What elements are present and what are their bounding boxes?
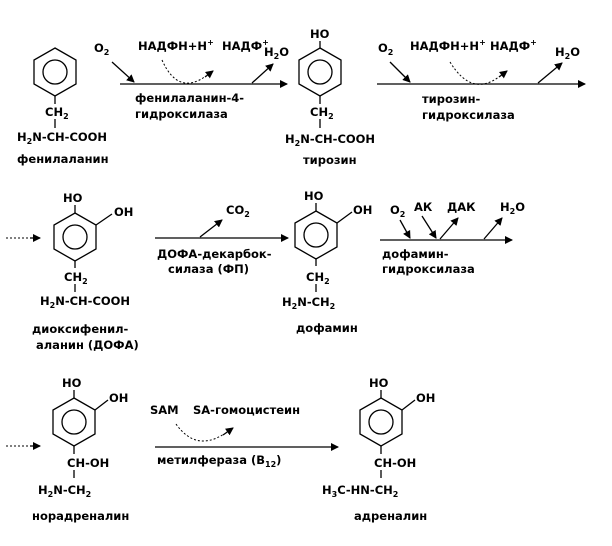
- o2-label: O2: [378, 41, 393, 57]
- o2-input-arrow: [389, 61, 411, 83]
- reaction-4: O2 АК ДАК H2O дофамин- гидроксилаза: [380, 200, 525, 276]
- reaction-3: CO2 ДОФА-декарбок- силаза (ФП): [155, 203, 289, 276]
- compound-name-adrenaline: адреналин: [354, 509, 427, 523]
- cofactor-curve: [175, 423, 225, 442]
- cofactor-curve: [449, 61, 501, 85]
- h2o-label: H2O: [555, 45, 580, 61]
- bond: [95, 213, 113, 226]
- oh-side-label: OH: [353, 203, 372, 217]
- amine-label: H2N-CH2: [282, 295, 335, 311]
- dopa-structure: HO OH CH2 H2N-CH-COOH диоксифенил- алани…: [32, 191, 139, 352]
- oh-top-label: HO: [304, 189, 324, 203]
- enzyme-label-5: метилфераза (B12): [157, 453, 281, 469]
- oh-side-label: OH: [114, 205, 133, 219]
- benzene-ring-phenylalanine: [33, 47, 77, 97]
- adrenaline-structure: HO OH CH-OH H3C-HN-CH2 адреналин: [322, 376, 435, 523]
- aromatic-circle: [62, 224, 88, 250]
- enzyme-label-3b: силаза (ФП): [168, 262, 249, 276]
- h2o-output-arrow: [483, 217, 503, 240]
- benzene-ring-tyrosine: [298, 47, 342, 97]
- ak-input-arrow: [421, 215, 437, 239]
- ch2-label: CH2: [64, 270, 88, 286]
- aromatic-circle: [61, 409, 87, 435]
- benzene-ring-noradrenaline: [52, 397, 96, 447]
- choh-label: CH-OH: [67, 456, 109, 470]
- aromatic-circle: [303, 222, 329, 248]
- noradrenaline-structure: HO OH CH-OH H2N-CH2 норадреналин: [32, 376, 129, 523]
- amine-label: H3C-HN-CH2: [322, 483, 398, 499]
- reaction-5: SAM SA-гомоцистеин метилфераза (B12): [150, 403, 339, 469]
- enzyme-label-2a: тирозин-: [422, 92, 481, 106]
- o2-label: O2: [94, 41, 109, 57]
- bond: [336, 211, 353, 224]
- cofactor-output-arrow: [204, 70, 214, 79]
- o2-input-arrow: [399, 219, 411, 239]
- bond: [401, 399, 416, 411]
- amine-label: H2N-CH-COOH: [285, 132, 375, 148]
- cofactor-curve: [161, 59, 207, 84]
- h2o-label: H2O: [264, 45, 289, 61]
- enzyme-label-1b: гидроксилаза: [135, 107, 228, 121]
- oh-side-label: OH: [416, 391, 435, 405]
- amine-label: H2N-CH-COOH: [40, 294, 130, 310]
- enzyme-label-2b: гидроксилаза: [422, 108, 515, 122]
- oh-top-label: HO: [310, 27, 330, 41]
- enzyme-label-4a: дофамин-: [382, 247, 449, 261]
- cofactor-output-arrow: [222, 427, 234, 436]
- aromatic-circle: [368, 409, 394, 435]
- ak-label: АК: [414, 200, 433, 214]
- dak-label: ДАК: [447, 200, 476, 214]
- co2-label: CO2: [226, 203, 250, 219]
- ch2-label: CH2: [45, 105, 69, 121]
- dopamine-structure: HO OH CH2 H2N-CH2 дофамин: [282, 189, 372, 335]
- bond: [94, 399, 109, 411]
- enzyme-label-4b: гидроксилаза: [382, 262, 475, 276]
- co2-output-arrow: [199, 219, 223, 238]
- ch2-label: CH2: [310, 105, 334, 121]
- ch2-label: CH2: [306, 270, 330, 286]
- cofactor-output-arrow: [498, 70, 508, 79]
- compound-name-dopa-1: диоксифенил-: [32, 322, 129, 336]
- h2o-output-arrow: [251, 63, 274, 84]
- h2o-label: H2O: [500, 200, 525, 216]
- oh-top-label: HO: [63, 191, 83, 205]
- enzyme-label-1a: фенилаланин-4-: [135, 91, 244, 105]
- o2-input-arrow: [111, 61, 135, 83]
- reaction-2: O2 НАДФН+Н+ НАДФ+ H2O тирозин- гидроксил…: [377, 38, 586, 122]
- oh-side-label: OH: [109, 391, 128, 405]
- amine-label: H2N-CH-COOH: [17, 130, 107, 146]
- sam-label: SAM: [150, 403, 179, 417]
- amine-label: H2N-CH2: [38, 483, 91, 499]
- compound-name-noradrenaline: норадреналин: [32, 509, 129, 523]
- compound-name-dopa-2: аланин (ДОФА): [36, 338, 139, 352]
- benzene-ring-dopa: [53, 212, 97, 262]
- compound-name-dopamine: дофамин: [296, 321, 358, 335]
- o2-label: O2: [390, 203, 405, 219]
- benzene-ring-adrenaline: [359, 397, 403, 447]
- dak-output-arrow: [439, 217, 459, 240]
- h2o-output-arrow: [537, 62, 563, 84]
- tyrosine-structure: HO CH2 H2N-CH-COOH тирозин: [285, 27, 375, 167]
- compound-name-phenylalanine: фенилаланин: [17, 152, 109, 166]
- compound-name-tyrosine: тирозин: [303, 153, 357, 167]
- sah-label: SA-гомоцистеин: [193, 403, 300, 417]
- aromatic-circle: [307, 59, 333, 85]
- oh-top-label: HO: [369, 376, 389, 390]
- aromatic-circle: [42, 59, 68, 85]
- nadph-label: НАДФН+Н+: [410, 38, 486, 53]
- reaction-1: O2 НАДФН+Н+ НАДФ+ H2O фенилаланин-4- гид…: [94, 38, 289, 121]
- nadph-label: НАДФН+Н+: [138, 38, 214, 53]
- oh-top-label: HO: [62, 376, 82, 390]
- nadp-label: НАДФ+: [490, 38, 537, 53]
- enzyme-label-3a: ДОФА-декарбок-: [157, 247, 272, 261]
- benzene-ring-dopamine: [294, 210, 338, 260]
- choh-label: CH-OH: [374, 456, 416, 470]
- phenylalanine-structure: CH2 H2N-CH-COOH фенилаланин: [17, 47, 109, 166]
- nadp-label: НАДФ+: [222, 38, 269, 53]
